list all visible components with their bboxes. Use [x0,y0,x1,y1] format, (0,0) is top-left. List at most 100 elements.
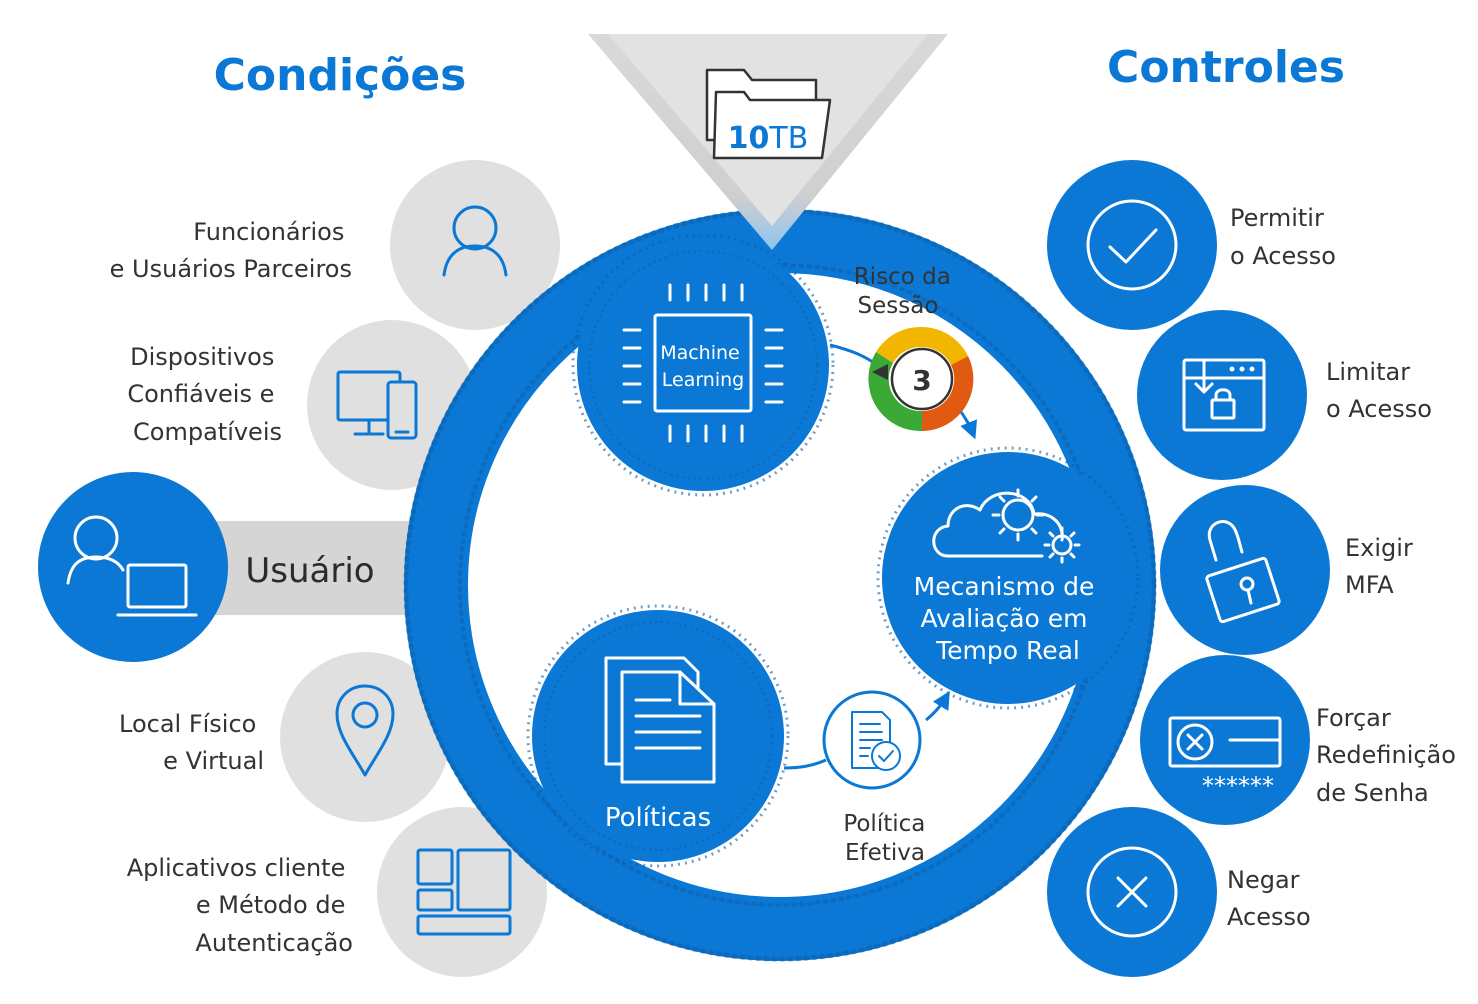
control-limit-circle [1137,310,1307,480]
control-deny-line-1: Negar [1227,866,1300,894]
machine-learning-line-2: Learning [662,369,745,391]
policies-inner-ring [543,621,773,851]
limited-window-lock-icon [1182,358,1266,432]
condition-apps-line-3: Autenticação [195,929,353,957]
user-node: Usuário [38,472,430,662]
conditions-heading: Condições [214,50,467,101]
apps-grid-icon [416,848,512,936]
control-allow-line-2: o Acesso [1230,242,1336,270]
control-allow-label: Permitir o Acesso [1230,204,1336,270]
machine-learning-node: Machine Learning [571,233,835,497]
control-deny-line-2: Acesso [1227,903,1311,931]
condition-users-line-2: e Usuários Parceiros [110,255,352,283]
chip-icon [622,283,784,443]
engine-line-1: Mecanismo de [914,572,1095,601]
gauge-center [890,347,954,411]
engine-node: Mecanismo de Avaliação em Tempo Real [876,446,1140,710]
control-limit-line-2: o Acesso [1326,395,1432,423]
condition-location: Local Físico e Virtual [119,652,450,822]
effective-policy-line-1: Política [843,811,925,837]
password-mask: ****** [1202,772,1274,800]
condition-apps-label: Aplicativos cliente e Método de Autentic… [127,854,353,957]
policies-effective-connector [783,758,827,770]
devices-icon [336,370,418,440]
condition-apps-line-2: e Método de [196,891,346,919]
control-deny-label: Negar Acesso [1227,866,1311,931]
user-laptop-icon [66,515,198,617]
engine-dotted-edge [876,446,1140,710]
condition-location-line-2: e Virtual [163,747,264,775]
control-allow: Permitir o Acesso [1047,160,1336,330]
control-limit-label: Limitar o Acesso [1326,358,1432,423]
effective-policy-line-2: Efetiva [845,840,925,866]
controls-heading: Controles [1107,42,1345,93]
control-allow-circle [1047,160,1217,330]
control-limit-line-1: Limitar [1326,358,1410,386]
engine-line-3: Tempo Real [935,636,1080,665]
cloud-gears-icon [932,488,1081,564]
gauge-pointer [872,364,888,380]
control-reset-line-3: de Senha [1316,779,1429,807]
condition-apps-line-1: Aplicativos cliente [127,854,346,882]
machine-learning-halo [577,239,829,491]
machine-learning-inner-ring [588,250,818,480]
person-icon [442,205,508,277]
risk-score: 3 [912,364,931,397]
condition-location-circle [280,652,450,822]
user-bar [200,521,430,615]
location-pin-icon [335,684,395,777]
engine-label: Mecanismo de Avaliação em Tempo Real [914,572,1103,665]
checkmark-icon [1086,199,1178,291]
session-risk-label: Risco da Sessão [854,264,958,319]
policies-node: Políticas [526,604,790,868]
machine-learning-dotted-edge [571,233,835,497]
policies-dotted-edge [526,604,790,868]
gauge-yellow-left-segment [876,326,922,363]
ml-policies-arrow [570,461,604,614]
condition-devices-line-1: Dispositivos [130,343,274,371]
gauge-orange-segment [922,356,974,431]
condition-devices-label: Dispositivos Confiáveis e Compatíveis [127,343,282,446]
ml-risk-connector [829,343,879,368]
control-reset-label: Forçar Redefinição de Senha [1316,704,1464,807]
session-risk-line-2: Sessão [858,293,939,319]
machine-learning-label: Machine Learning [660,342,746,391]
policies-label: Políticas [605,803,711,833]
control-reset-circle [1140,655,1310,825]
padlock-icon [1205,520,1281,624]
x-circle-icon [1086,846,1178,938]
documents-icon [604,656,716,784]
condition-users-label: Funcionários e Usuários Parceiros [110,218,352,283]
storage-size: 10TB [728,121,809,156]
condition-location-line-1: Local Físico [119,710,256,738]
control-mfa: Exigir MFA [1160,485,1413,655]
machine-learning-line-1: Machine [660,342,740,364]
user-circle [38,472,228,662]
control-deny: Negar Acesso [1047,807,1311,977]
effective-policy-label: Política Efetiva [843,811,932,866]
storage-size-number: 10 [728,121,770,156]
condition-users: Funcionários e Usuários Parceiros [110,160,560,330]
user-label: Usuário [245,551,374,591]
gauge-yellow-segment [922,327,968,365]
control-mfa-line-1: Exigir [1345,534,1413,562]
condition-apps: Aplicativos cliente e Método de Autentic… [127,807,547,977]
effective-engine-arrow [925,690,950,722]
control-limit: Limitar o Acesso [1137,310,1432,480]
control-allow-line-1: Permitir [1230,204,1324,232]
condition-devices-line-3: Compatíveis [133,418,282,446]
condition-location-label: Local Físico e Virtual [119,710,264,775]
control-mfa-circle [1160,485,1330,655]
policy-check-icon [851,711,901,771]
control-mfa-line-2: MFA [1345,571,1394,599]
storage-size-unit: TB [768,121,808,156]
effective-policy: Política Efetiva [783,690,950,866]
control-reset: ****** Forçar Redefinição de Senha [1140,655,1464,825]
session-risk-line-1: Risco da [854,264,951,290]
session-risk-gauge: Risco da Sessão 3 [854,264,974,432]
control-reset-line-2: Redefinição [1316,741,1456,769]
folder-icon: 10TB [705,68,832,160]
condition-devices-line-2: Confiáveis e [127,380,274,408]
data-funnel: 10TB [588,34,948,250]
